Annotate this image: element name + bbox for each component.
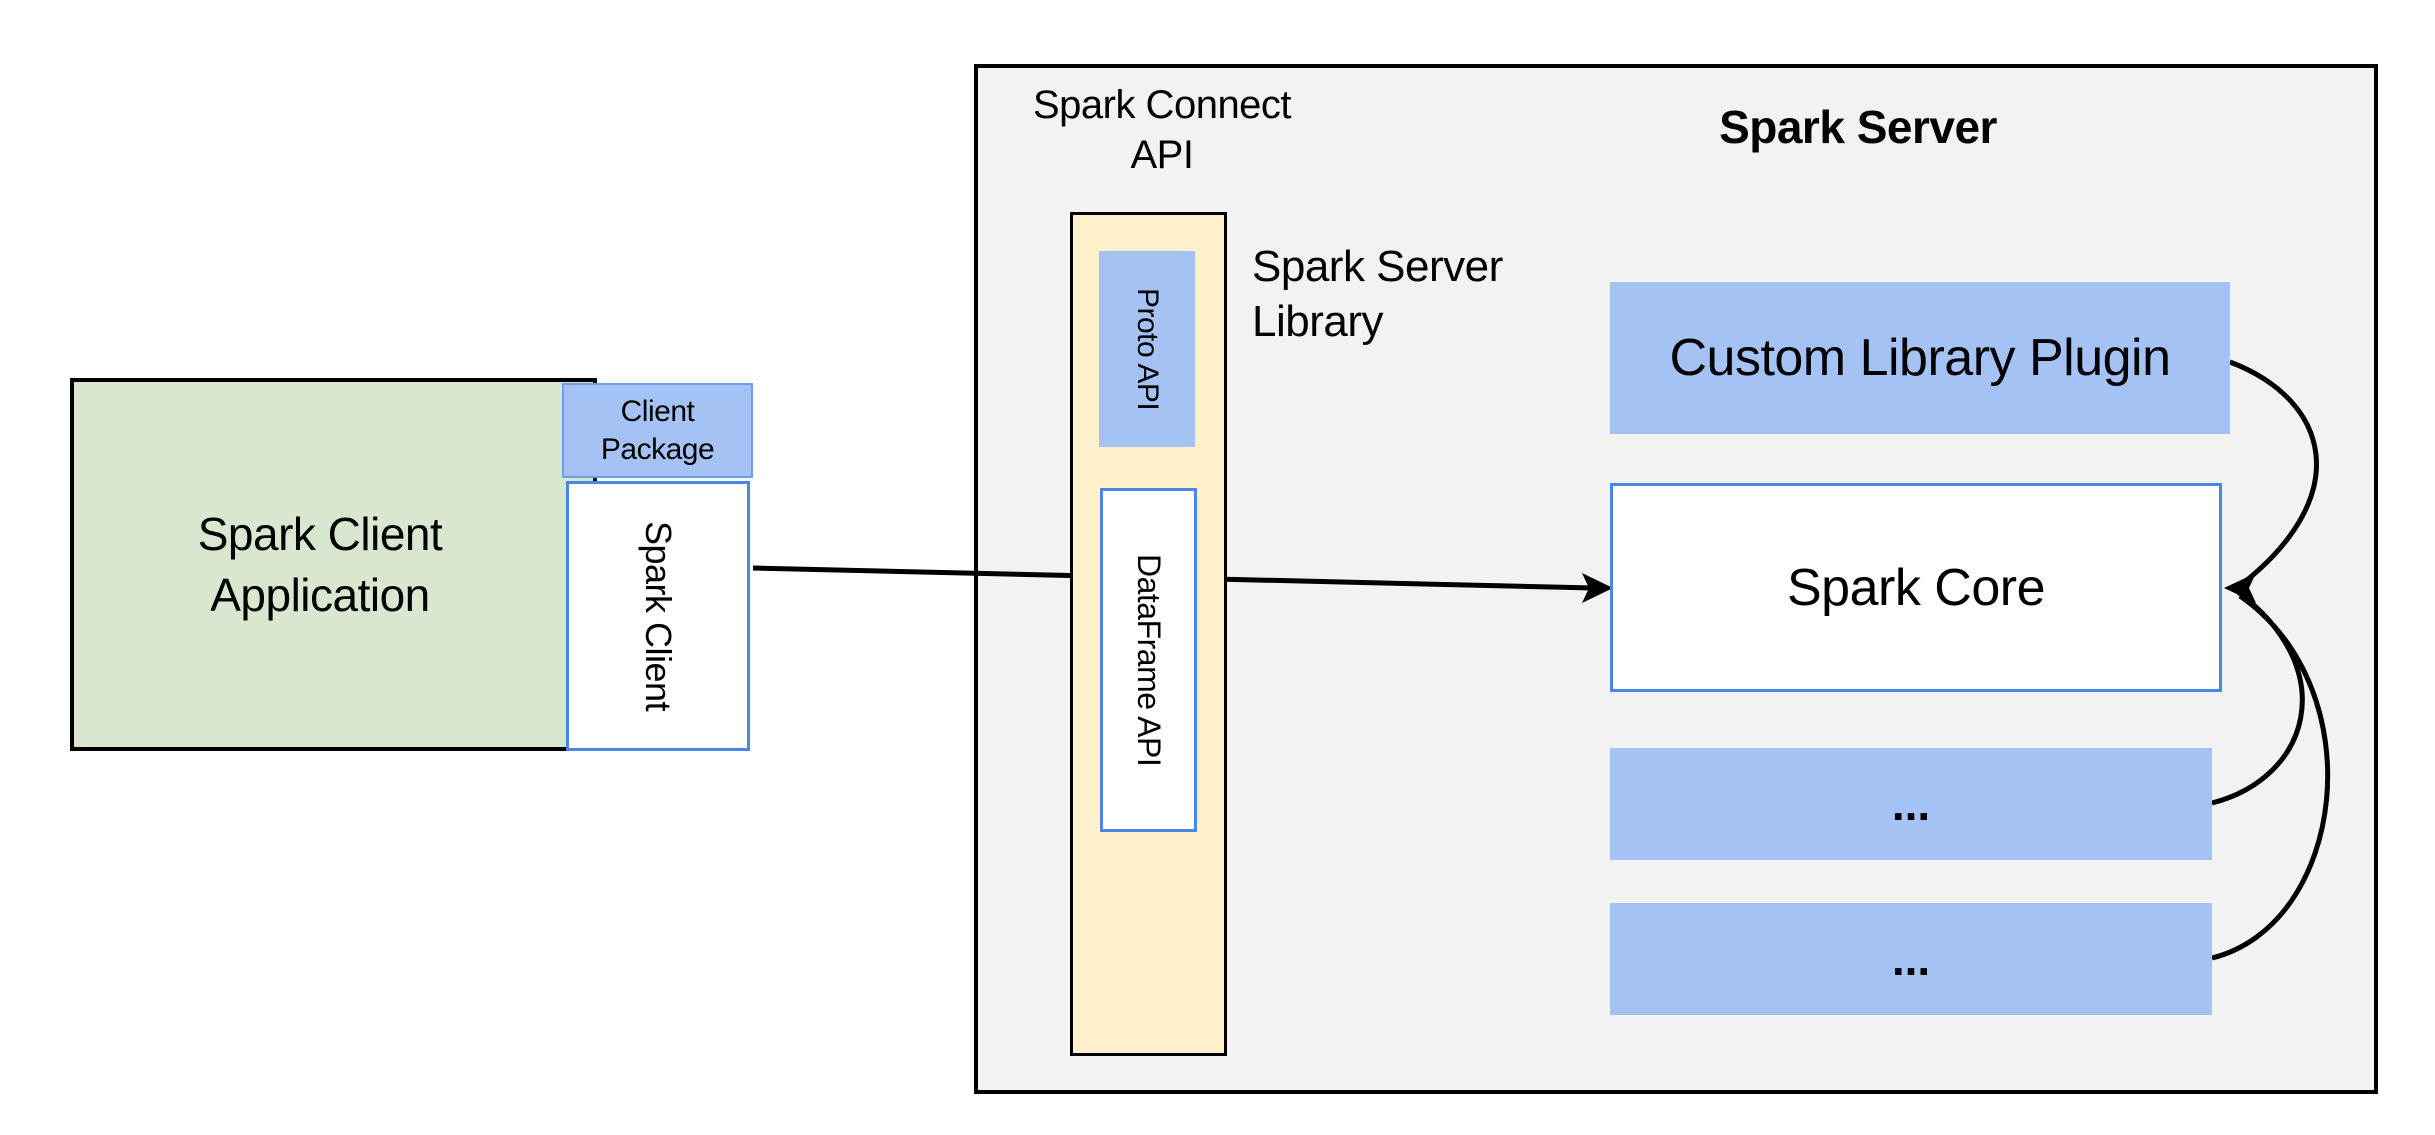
spark-client-application-label: Spark Client Application [197, 507, 443, 621]
dataframe-api-box: DataFrame API [1100, 488, 1197, 832]
proto-api-box: Proto API [1099, 251, 1195, 447]
spark-client-label: Spark Client [638, 520, 679, 712]
spark-connect-api-label: Spark Connect API [1032, 83, 1292, 177]
spark-server-title: Spark Server [1719, 101, 1997, 153]
spark-server-library-label: Spark Server Library [1252, 242, 1503, 346]
custom-library-plugin-box: Custom Library Plugin [1610, 282, 2230, 434]
plugin-slot-2-box: ... [1610, 903, 2212, 1015]
dataframe-api-label: DataFrame API [1131, 553, 1167, 767]
spark-core-box: Spark Core [1610, 483, 2222, 692]
proto-api-label: Proto API [1131, 287, 1164, 411]
plugin-slot-1-box: ... [1610, 748, 2212, 860]
client-package-box: Client Package [562, 383, 753, 478]
spark-client-box: Spark Client [566, 481, 750, 751]
